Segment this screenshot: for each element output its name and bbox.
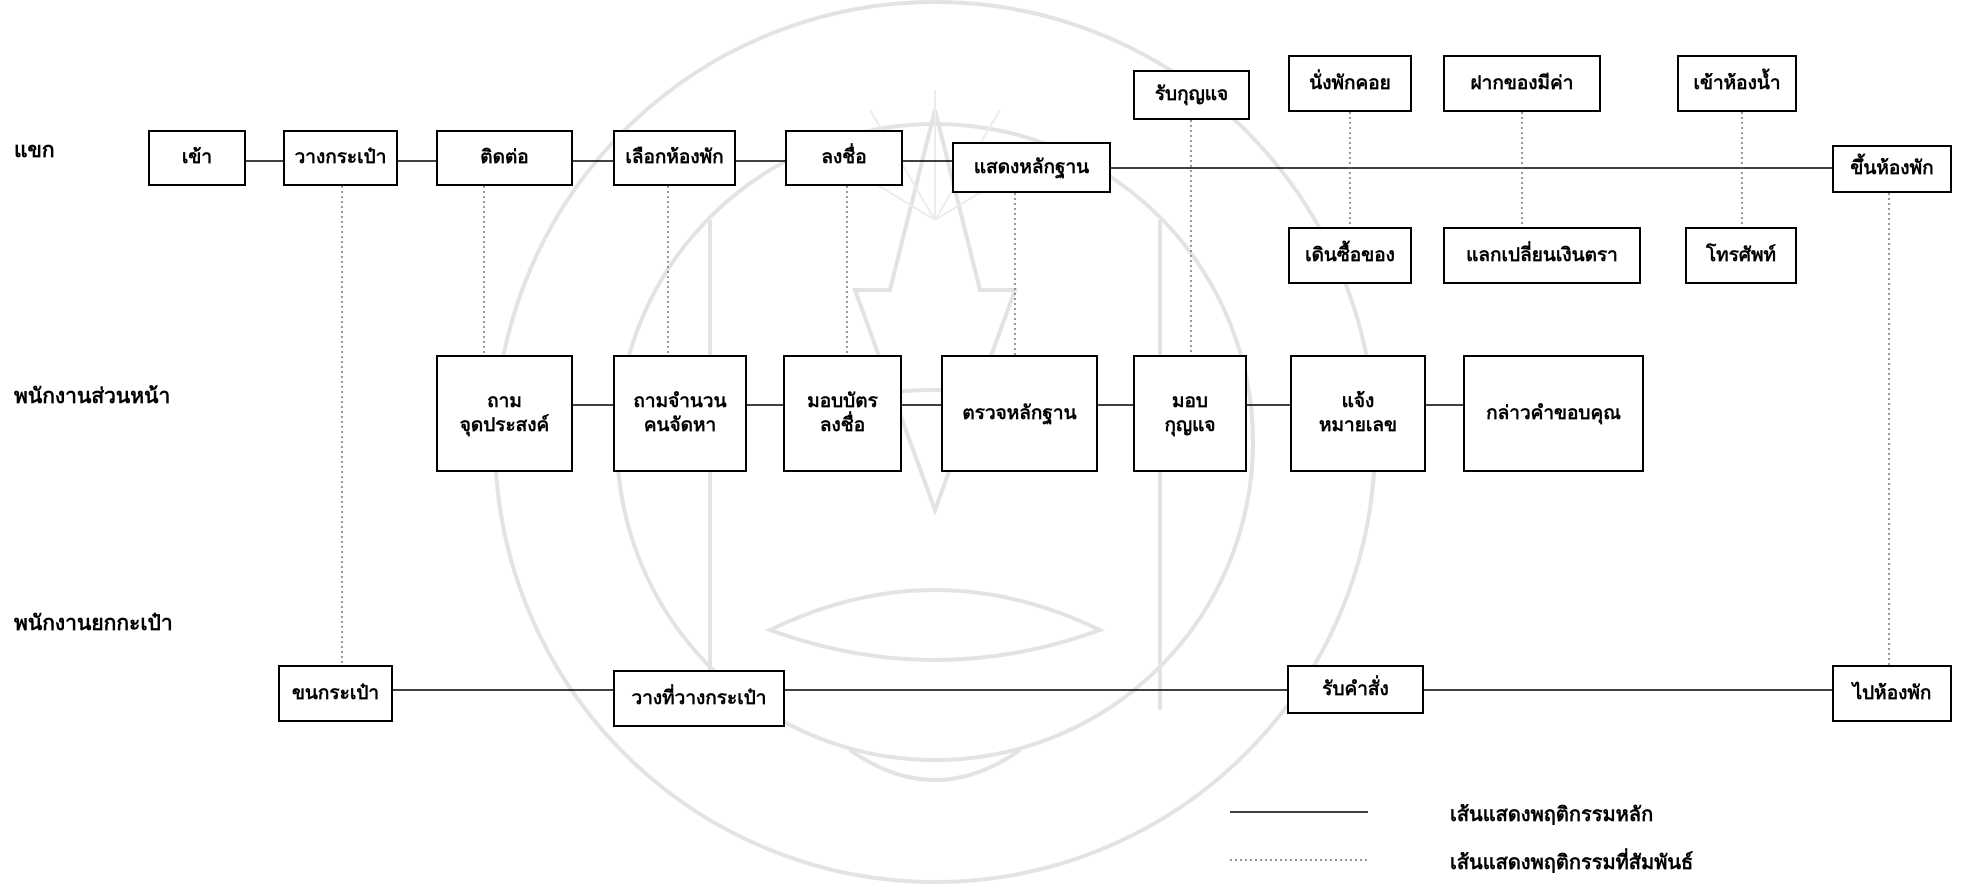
box-receive-key-label: รับกุญแจ bbox=[1154, 83, 1229, 106]
legend-main-behavior: เส้นแสดงพฤติกรรมหลัก bbox=[1450, 802, 1654, 826]
box-sit-wait: นั่งพักคอย bbox=[1288, 55, 1412, 112]
box-deposit-valuables: ฝากของมีค่า bbox=[1443, 55, 1601, 112]
box-deposit-valuables-label: ฝากของมีค่า bbox=[1470, 71, 1574, 94]
box-ask-purpose-line1: ถาม bbox=[487, 389, 522, 412]
box-ask-count-line2: คนจัดหา bbox=[643, 413, 717, 436]
box-carry-bag: ขนกระเป๋า bbox=[278, 665, 393, 722]
box-shopping-label: เดินซื้อของ bbox=[1305, 243, 1395, 266]
lane-label-guest: แขก bbox=[14, 137, 55, 162]
box-choose-room: เลือกห้องพัก bbox=[613, 130, 736, 186]
box-carry-bag-label: ขนกระเป๋า bbox=[291, 681, 380, 704]
box-give-key: มอบกุญแจ bbox=[1133, 355, 1247, 472]
box-give-card: มอบบัตรลงชื่อ bbox=[783, 355, 902, 472]
box-telephone: โทรศัพท์ bbox=[1685, 227, 1797, 284]
box-enter: เข้า bbox=[148, 130, 246, 186]
box-go-up-room: ขึ้นห้องพัก bbox=[1832, 145, 1952, 193]
lane-label-bellboy: พนักงานยกกะเป๋า bbox=[14, 610, 173, 635]
box-go-to-room: ไปห้องพัก bbox=[1832, 665, 1952, 722]
box-check-evidence-line1: ตรวจหลักฐาน bbox=[962, 401, 1077, 424]
box-thank: กล่าวคำขอบคุณ bbox=[1463, 355, 1644, 472]
lane-label-front-desk: พนักงานส่วนหน้า bbox=[14, 383, 171, 408]
box-restroom: เข้าห้องน้ำ bbox=[1677, 55, 1797, 112]
box-give-key-line2: กุญแจ bbox=[1164, 413, 1216, 436]
related-behavior-lines bbox=[341, 112, 1890, 665]
box-enter-label: เข้า bbox=[181, 146, 213, 169]
box-contact-label: ติดต่อ bbox=[480, 146, 529, 169]
main-behavior-lines bbox=[246, 160, 1832, 691]
box-telephone-label: โทรศัพท์ bbox=[1705, 243, 1777, 266]
box-ask-purpose-line2: จุดประสงค์ bbox=[459, 413, 550, 436]
box-tell-number-line1: แจ้ง bbox=[1341, 389, 1375, 412]
box-tell-number-line2: หมายเลข bbox=[1319, 413, 1397, 436]
box-sign-in: ลงชื่อ bbox=[785, 130, 903, 186]
box-restroom-label: เข้าห้องน้ำ bbox=[1693, 71, 1781, 94]
box-give-card-line1: มอบบัตร bbox=[807, 389, 878, 412]
box-go-to-room-label: ไปห้องพัก bbox=[1852, 681, 1932, 704]
box-show-evidence-label: แสดงหลักฐาน bbox=[973, 155, 1090, 178]
box-sign-in-label: ลงชื่อ bbox=[821, 146, 867, 169]
box-thank-line1: กล่าวคำขอบคุณ bbox=[1486, 401, 1621, 424]
box-shopping: เดินซื้อของ bbox=[1288, 227, 1412, 284]
legend-related-behavior: เส้นแสดงพฤติกรรมที่สัมพันธ์ bbox=[1450, 850, 1694, 874]
box-show-evidence: แสดงหลักฐาน bbox=[952, 142, 1111, 193]
box-tell-number: แจ้งหมายเลข bbox=[1290, 355, 1426, 472]
box-check-evidence: ตรวจหลักฐาน bbox=[941, 355, 1098, 472]
box-give-card-line2: ลงชื่อ bbox=[819, 413, 866, 436]
box-put-bag: วางกระเป๋า bbox=[283, 130, 398, 186]
box-ask-purpose: ถามจุดประสงค์ bbox=[436, 355, 573, 472]
box-ask-count: ถามจำนวนคนจัดหา bbox=[613, 355, 747, 472]
box-place-bag: วางที่วางกระเป๋า bbox=[613, 670, 785, 727]
box-receive-order-label: รับคำสั่ง bbox=[1322, 677, 1389, 700]
box-sit-wait-label: นั่งพักคอย bbox=[1309, 71, 1391, 94]
box-go-up-room-label: ขึ้นห้องพัก bbox=[1850, 157, 1934, 180]
box-give-key-line1: มอบ bbox=[1172, 389, 1208, 412]
box-receive-order: รับคำสั่ง bbox=[1287, 665, 1424, 714]
box-ask-count-line1: ถามจำนวน bbox=[633, 389, 727, 412]
box-place-bag-label: วางที่วางกระเป๋า bbox=[631, 686, 767, 709]
box-put-bag-label: วางกระเป๋า bbox=[294, 146, 387, 169]
box-receive-key: รับกุญแจ bbox=[1133, 70, 1250, 120]
box-contact: ติดต่อ bbox=[436, 130, 573, 186]
box-exchange-currency-label: แลกเปลี่ยนเงินตรา bbox=[1466, 243, 1618, 266]
box-exchange-currency: แลกเปลี่ยนเงินตรา bbox=[1443, 227, 1641, 284]
box-choose-room-label: เลือกห้องพัก bbox=[625, 146, 724, 169]
